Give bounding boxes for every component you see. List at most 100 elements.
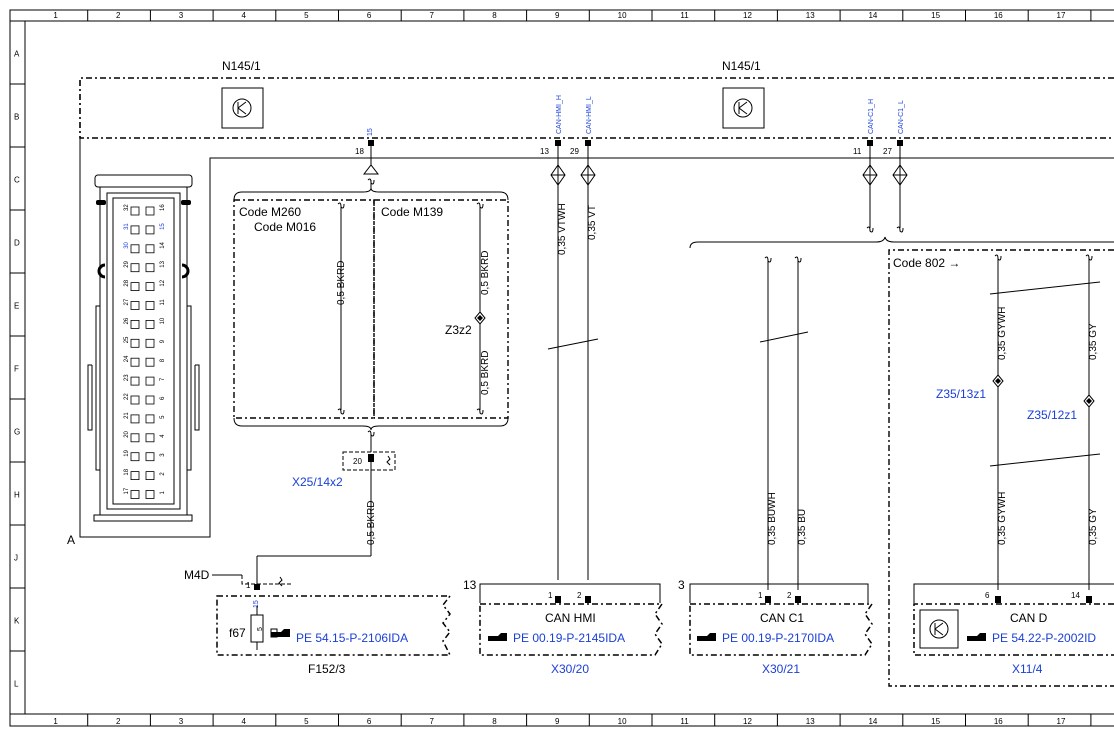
pin-number-left: 26 <box>124 317 130 324</box>
pin-cavity <box>145 471 155 481</box>
pointing-hand-icon <box>270 628 290 638</box>
grid-col-label: 11 <box>680 11 689 20</box>
pin-number-left: 22 <box>124 393 130 400</box>
pin-number-right: 10 <box>160 317 166 324</box>
pin-cavity <box>130 301 140 310</box>
grid-row-label: K <box>14 617 20 626</box>
grid-col-label: 13 <box>806 11 815 20</box>
z35-12z1-label: Z35/12z1 <box>1027 408 1077 422</box>
pin-number-right: 3 <box>160 453 166 457</box>
pin-cavity <box>145 319 155 329</box>
grid-col-label: 5 <box>304 11 309 20</box>
grid-row-label: C <box>14 176 20 185</box>
svg-text:0,35 GY: 0,35 GY <box>1088 323 1099 360</box>
grid-col-label: 11 <box>680 717 689 726</box>
grid-col-label: 3 <box>179 717 184 726</box>
pin-cavity <box>145 244 155 254</box>
code-m260-box <box>233 199 375 419</box>
conn-13-label: 13 <box>463 578 477 592</box>
grid-row-label: D <box>14 239 20 248</box>
code-brace-bottom <box>233 417 509 431</box>
can-hmi-box <box>479 603 664 656</box>
pin-number-left: 17 <box>124 487 130 494</box>
can-d-pin-14: 14 <box>1071 591 1080 600</box>
pin-number-right: 1 <box>160 491 166 495</box>
grid-row-label: L <box>14 680 19 689</box>
pin-number-right: 8 <box>160 358 166 362</box>
pin-cavity <box>145 433 155 443</box>
pin-number-left: 29 <box>124 260 130 267</box>
pin-number-left: 19 <box>124 449 130 456</box>
pin-cavity <box>145 301 155 310</box>
can-c1-pin-2: 2 <box>787 591 792 600</box>
transistor-icon <box>221 87 264 129</box>
transistor-icon <box>722 87 765 129</box>
pin-number-left: 30 <box>124 241 130 248</box>
code-m016-label: Code M016 <box>254 220 316 234</box>
can-hmi-pin-2: 2 <box>577 591 582 600</box>
pin-number-right: 15 <box>160 223 166 230</box>
pin-cavity <box>145 376 155 386</box>
pin-number-right: 9 <box>160 339 166 343</box>
svg-text:13: 13 <box>540 147 549 156</box>
pe-ref-2: PE 00.19-P-2145IDA <box>513 631 625 645</box>
border-frame <box>9 9 1114 727</box>
can-d-label: CAN D <box>1010 611 1048 625</box>
wire-bkrd-m260: 0,5 BKRD <box>336 202 347 415</box>
z35-13z1-label: Z35/13z1 <box>936 387 986 401</box>
pin-number-left: 20 <box>124 430 130 437</box>
svg-text:29: 29 <box>570 147 579 156</box>
module-a-outline <box>79 138 1114 538</box>
pin-cavity <box>130 319 140 329</box>
pin-cavity <box>130 282 140 292</box>
svg-text:1: 1 <box>246 581 251 590</box>
grid-col-label: 4 <box>241 11 246 20</box>
pointing-hand-icon <box>488 633 507 641</box>
pin-number-right: 12 <box>160 279 166 286</box>
n145-module-boundary <box>79 77 1114 139</box>
svg-text:0,35 GYWH: 0,35 GYWH <box>997 492 1008 545</box>
pin-number-left: 21 <box>124 412 130 419</box>
pin-cavity <box>145 414 155 424</box>
code-802-box <box>888 249 1114 687</box>
grid-col-label: 6 <box>367 717 372 726</box>
pin-cavity <box>145 338 155 348</box>
grid-col-label: 17 <box>1057 11 1066 20</box>
grid-col-label: 12 <box>743 11 752 20</box>
code-m260-label: Code M260 <box>239 205 301 219</box>
grid-col-label: 16 <box>994 11 1003 20</box>
pin-cavity <box>145 263 155 273</box>
svg-text:5: 5 <box>257 627 264 631</box>
pin-cavity <box>130 225 140 235</box>
svg-text:CAN-HMI_H: CAN-HMI_H <box>556 95 563 134</box>
pin-cavity <box>130 244 140 254</box>
pin-cavity <box>145 452 155 462</box>
x11-4-label: X11/4 <box>1012 662 1043 676</box>
grid-col-label: 15 <box>931 717 940 726</box>
wire-bkrd-m139: 0,5 BKRD 0,5 BKRD <box>474 202 491 415</box>
x11-4-bracket <box>913 583 1114 603</box>
svg-text:27: 27 <box>883 147 892 156</box>
x25-connector: 20 0,5 BKRD <box>256 430 396 584</box>
svg-text:0,35 VT: 0,35 VT <box>587 205 598 240</box>
grid-col-label: 9 <box>555 11 560 20</box>
svg-text:0,35 GY: 0,35 GY <box>1088 508 1099 545</box>
pin-number-right: 5 <box>160 415 166 419</box>
pin-number-right: 13 <box>160 260 166 267</box>
svg-text:11: 11 <box>853 147 862 156</box>
pin-cavity <box>130 376 140 386</box>
grid-col-label: 2 <box>116 11 121 20</box>
grid-col-label: 4 <box>241 717 246 726</box>
pin-cavity <box>130 357 140 367</box>
pin-cavity <box>130 395 140 405</box>
code-m139-label: Code M139 <box>381 205 443 219</box>
grid-col-label: 10 <box>618 11 627 20</box>
pin-number-right: 7 <box>160 377 166 381</box>
svg-text:0,35 BUWH: 0,35 BUWH <box>767 492 778 545</box>
pin-number-left: 23 <box>124 374 130 381</box>
pin-cavity <box>145 357 155 367</box>
pin-number-left: 24 <box>124 355 130 362</box>
